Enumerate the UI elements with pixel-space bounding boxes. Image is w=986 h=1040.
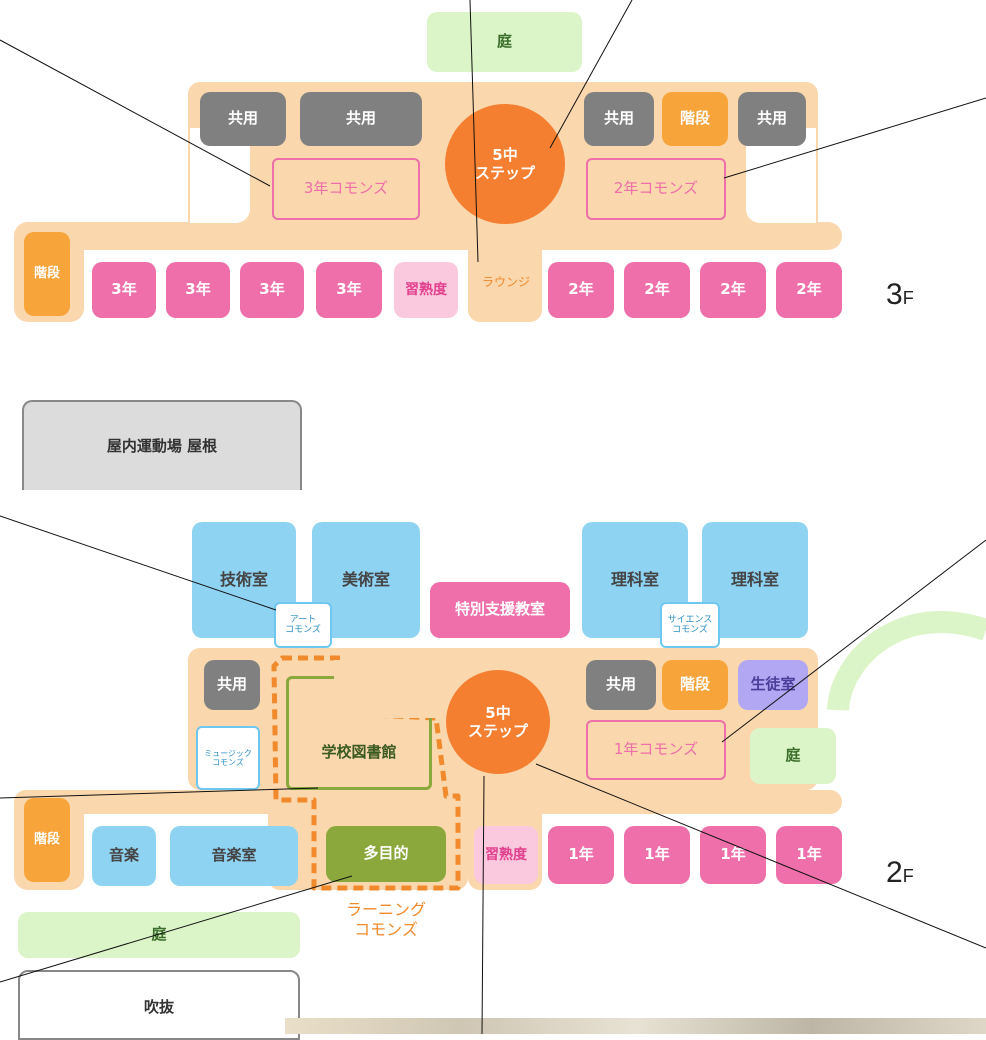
multipurpose-room: 多目的	[326, 826, 446, 882]
commons-1st-grade: 1年コモンズ	[586, 720, 726, 780]
art-commons: アート コモンズ	[274, 602, 332, 648]
music-room: 音楽室	[170, 826, 298, 886]
library-notch	[334, 660, 442, 718]
floor-label-2f: 2F	[886, 856, 914, 889]
grade1-room-2: 1年	[624, 826, 690, 884]
special-support-room: 特別支援教室	[430, 582, 570, 638]
learning-commons-label: ラーニング コモンズ	[345, 900, 426, 939]
step-circle-2f: 5中 ステップ	[446, 670, 550, 774]
grade1-room-1: 1年	[548, 826, 614, 884]
floor-label-3f: 3F	[886, 278, 914, 311]
study-room-3f: 習熟度	[394, 262, 458, 318]
garden-bottom: 庭	[18, 912, 300, 958]
floor-3f-plan: 庭 共用 共用 共用 階段 共用 3年コモンズ 2年コモンズ 5中 ステップ 階…	[0, 0, 986, 340]
step-circle-3f: 5中 ステップ	[445, 104, 565, 224]
music: 音楽	[92, 826, 156, 886]
grade2-room-3: 2年	[700, 262, 766, 318]
lounge-label: ラウンジ	[481, 274, 530, 289]
floor-2f-plan: 技術室 美術室 特別支援教室 理科室 理科室 アート コモンズ サイエンス コモ…	[0, 500, 986, 1040]
grade3-room-2: 3年	[166, 262, 230, 318]
corridor-3f-lower	[14, 222, 842, 250]
learning-commons-outline	[271, 655, 461, 891]
shared-3f-1: 共用	[200, 92, 286, 146]
shared-2f-1: 共用	[204, 660, 260, 710]
grade2-room-1: 2年	[548, 262, 614, 318]
shared-3f-4: 共用	[738, 92, 806, 146]
shared-3f-2: 共用	[300, 92, 422, 146]
grade3-room-1: 3年	[92, 262, 156, 318]
atrium-label: 吹抜	[143, 997, 174, 1016]
commons-3rd-grade: 3年コモンズ	[272, 158, 420, 220]
grade3-room-3: 3年	[240, 262, 304, 318]
grade2-room-4: 2年	[776, 262, 842, 318]
science-commons: サイエンス コモンズ	[660, 602, 720, 648]
gym-roof	[22, 400, 302, 490]
grade1-room-4: 1年	[776, 826, 842, 884]
shared-3f-3: 共用	[584, 92, 654, 146]
photo-strip	[285, 1018, 986, 1034]
grade2-room-2: 2年	[624, 262, 690, 318]
stairs-3f-2: 階段	[24, 232, 70, 316]
stairs-2f-1: 階段	[662, 660, 728, 710]
gym-roof-label: 屋内運動場 屋根	[106, 436, 218, 455]
grade3-room-4: 3年	[316, 262, 382, 318]
commons-2nd-grade: 2年コモンズ	[586, 158, 726, 220]
shared-2f-3: 共用	[586, 660, 656, 710]
lounge-3f	[468, 240, 542, 322]
stairs-2f-2: 階段	[24, 798, 70, 882]
courtyard-arc	[827, 610, 986, 712]
study-room-2f: 習熟度	[474, 826, 538, 884]
student-room: 生徒室	[738, 660, 808, 710]
stairs-3f-1: 階段	[662, 92, 728, 146]
garden-2f: 庭	[750, 728, 836, 784]
music-commons: ミュージック コモンズ	[196, 726, 260, 790]
garden-3f: 庭	[427, 12, 582, 72]
